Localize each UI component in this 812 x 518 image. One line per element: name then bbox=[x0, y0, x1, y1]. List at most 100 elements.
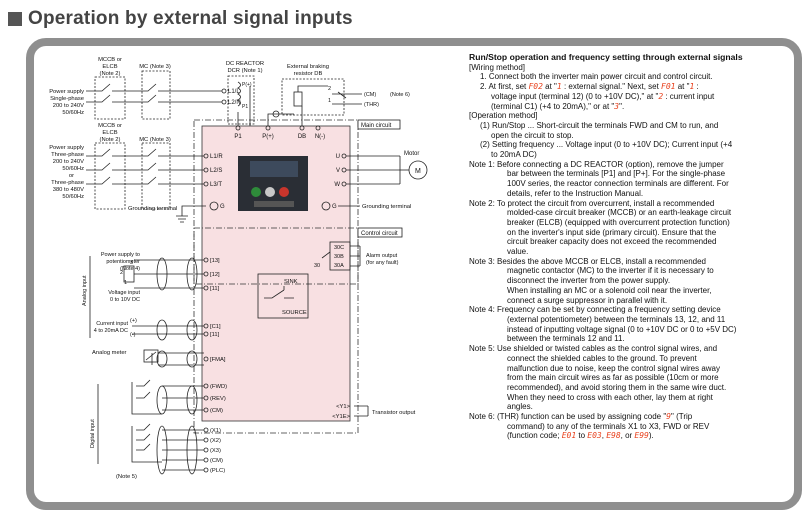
header-square-icon bbox=[8, 12, 22, 26]
op-line: to 20mA DC) bbox=[491, 150, 537, 160]
relay-lines bbox=[332, 91, 362, 105]
main-circuit-label: Main circuit bbox=[361, 123, 392, 129]
note-line: Note 5: Use shielded or twisted cables a… bbox=[469, 344, 718, 354]
terminal-x1: (X1) bbox=[210, 428, 221, 434]
note-line: Note 3: Besides the above MCCB or ELCB, … bbox=[469, 256, 707, 266]
control-circuit-label: Control circuit bbox=[361, 231, 398, 237]
digital-input-label: Digital input bbox=[90, 419, 96, 448]
mccb1-box bbox=[94, 76, 126, 120]
mccb1-label: ELCB bbox=[102, 64, 117, 70]
terminal-plc: (PLC) bbox=[210, 468, 225, 474]
relay-note6: (Note 6) bbox=[390, 92, 410, 98]
power2-label: Three-phase bbox=[51, 152, 84, 158]
terminal-l1r: L1/R bbox=[210, 154, 223, 160]
braking-leads bbox=[267, 85, 328, 126]
reactor-p1: P1 bbox=[242, 104, 248, 110]
power2-label: 50/60Hz bbox=[62, 166, 84, 172]
mccb2-label: (Note 2) bbox=[100, 137, 121, 143]
terminal-30a: 30A bbox=[334, 263, 344, 269]
terminal-12: [12] bbox=[210, 272, 220, 278]
control-circuit-tag bbox=[357, 227, 403, 238]
alarm-label: Alarm output bbox=[366, 253, 398, 259]
terminal-30c: 30C bbox=[334, 245, 344, 251]
note-line: 100V series, the reactor connection term… bbox=[507, 179, 729, 189]
note-line: angles. bbox=[507, 402, 533, 412]
switch-contact bbox=[264, 286, 294, 299]
ground-left-label: Grounding terminal bbox=[128, 206, 177, 212]
power2-label: or bbox=[69, 173, 74, 179]
analog-meter-icon bbox=[143, 349, 159, 363]
ground-terminal-left bbox=[209, 201, 219, 211]
dc-reactor-box bbox=[227, 75, 255, 125]
terminal-30: 30 bbox=[314, 263, 320, 269]
wiring-step-1: 1. Connect both the inverter main power … bbox=[480, 72, 713, 82]
mccb2-box bbox=[94, 142, 126, 210]
wiring-step-2c: (terminal C1) (+4 to 20mA)," or at "3". bbox=[491, 101, 625, 111]
mc2-box bbox=[141, 142, 171, 210]
terminal-11: [11] bbox=[210, 286, 220, 292]
dc-reactor-label: DCR (Note 1) bbox=[227, 68, 262, 74]
wiring-diagram: Power supply Single-phase 200 to 240V 50… bbox=[49, 57, 428, 480]
mccb1-label: (Note 2) bbox=[100, 71, 121, 77]
terminal-x3: (X3) bbox=[210, 448, 221, 454]
pot-num: 3 bbox=[130, 260, 133, 266]
reactor-leads bbox=[237, 86, 251, 126]
note-line: Note 1: Before connecting a DC REACTOR (… bbox=[469, 159, 724, 169]
g-terminal: G bbox=[220, 204, 225, 210]
note-line: connect a surge suppressor in parallel w… bbox=[507, 295, 668, 305]
note-line: breaker (ELCB) (equipped with overcurren… bbox=[507, 217, 730, 227]
shielded-cables bbox=[156, 257, 198, 475]
braking-label: resistor DB bbox=[294, 71, 323, 77]
power1-label: 50/60Hz bbox=[62, 110, 84, 116]
curr-label: Current input bbox=[96, 321, 128, 327]
mc1-label: MC (Note 3) bbox=[139, 64, 171, 70]
note-line: When they need to cross with each other,… bbox=[507, 392, 713, 402]
terminal-y1e: <Y1E> bbox=[332, 414, 350, 420]
power2-label: Power supply bbox=[49, 145, 84, 151]
transistor-label: Transistor output bbox=[372, 410, 416, 416]
motor-leads bbox=[346, 155, 401, 185]
terminal-l3t: L3/T bbox=[210, 182, 222, 188]
ground-left-symbol bbox=[176, 205, 206, 223]
ground-terminal-right bbox=[321, 201, 331, 211]
pot-num: 1 bbox=[124, 280, 127, 286]
sink-source-switch bbox=[257, 273, 309, 319]
terminal-l2n: L2/N bbox=[228, 100, 241, 106]
plus-label: (+) bbox=[130, 318, 137, 324]
pot-label: (Note 4) bbox=[120, 266, 140, 272]
power2-label: 380 to 480V bbox=[53, 187, 84, 193]
relay-terminal: 2 bbox=[328, 86, 331, 92]
op-line: open the circuit to stop. bbox=[491, 130, 574, 140]
minus-label: (-) bbox=[130, 332, 136, 338]
terminal-fwd: (FWD) bbox=[210, 384, 227, 390]
wiring-step-2b: voltage input (terminal 12) (0 to +10V D… bbox=[491, 91, 715, 101]
op-line: (1) Run/Stop ... Short-circuit the termi… bbox=[480, 120, 719, 130]
g-terminal: G bbox=[332, 204, 337, 210]
code-f01: F01 bbox=[661, 82, 676, 92]
terminal-x2: (X2) bbox=[210, 438, 221, 444]
terminal-fma: [FMA] bbox=[210, 357, 226, 363]
transistor-lines bbox=[354, 405, 369, 417]
pot-label: Power supply to bbox=[101, 252, 140, 258]
power2-label: 50/60Hz bbox=[62, 194, 84, 200]
terminal-u: U bbox=[336, 154, 340, 160]
relay-cm: (CM) bbox=[364, 92, 376, 98]
curr-label: 4 to 20mA DC bbox=[94, 328, 128, 334]
analog-meter-label: Analog meter bbox=[92, 350, 127, 356]
reactor-coil bbox=[237, 81, 241, 107]
code-f02: F02 bbox=[528, 82, 543, 92]
alarm-label: (for any fault) bbox=[366, 260, 399, 266]
note5-label: (Note 5) bbox=[116, 474, 137, 480]
mc2-label: MC (Note 3) bbox=[139, 137, 171, 143]
section-header: Operation by external signal inputs bbox=[8, 6, 353, 32]
volt-label: 0 to 10V DC bbox=[110, 297, 140, 303]
note-line: Note 4: Frequency can be set by connecti… bbox=[469, 305, 721, 315]
operation-method: [Operation method] bbox=[469, 111, 538, 121]
terminal-pplus: P(+) bbox=[262, 134, 274, 140]
notes-title: Run/Stop operation and frequency setting… bbox=[469, 52, 743, 62]
note-line: between the terminals 12 and 11. bbox=[507, 334, 625, 344]
note-line: molded-case circuit breaker (MCCB) or an… bbox=[507, 208, 732, 218]
note-line: value. bbox=[507, 247, 529, 257]
mc1-box bbox=[141, 70, 171, 120]
note-line: disconnect the inverter from the power s… bbox=[507, 276, 671, 286]
